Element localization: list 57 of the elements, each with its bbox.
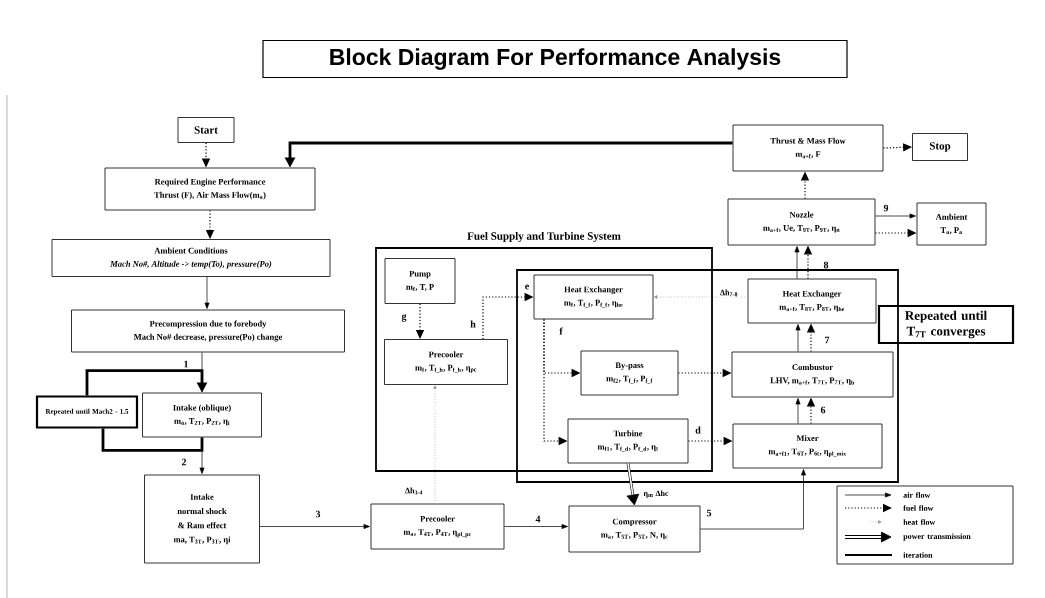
edge-label: g [401,314,407,322]
process-box: Turbine m$_{f1}$, T$_{f_d}$, P$_{f_d}$, η$_{t}$ [567,418,689,464]
title-box: Block Diagram For Performance Analysis [262,39,848,79]
edge-label: 4 [535,515,541,523]
process-box: Combustor LHV, m$_{a+f}$, T$_{7T}$, P$_{7T}$, η$_{b}$ [731,351,894,398]
process-box: Pump m$_{f}$, T, P [384,258,456,304]
process-box: Ambient T$_{a}$, P$_{a}$ [916,202,987,246]
process-box: Precompression due to forebody Mach No# decrease, pressure(Po) change [71,309,345,353]
process-box: Nozzle m$_{a+f}$, Ue, T$_{9T}$, P$_{9T}$, η$_{n}$ [727,198,876,246]
process-box: Ambient Conditions Mach No#, Altitude -> temp(To), pressure(Po) [51,239,331,277]
process-box: Precooler m$_{a}$, T$_{4T}$, P$_{4T}$, η$_{pl_pc}$ [370,503,505,550]
legend-text: iteration [903,552,933,558]
process-box: Intake normal shock & Ram effect ma, T$_{3T}$, P$_{3T}$, ηi [144,474,260,564]
arrow [259,524,370,529]
edge-label: d [695,426,701,434]
edge-label: 1 [184,360,188,368]
point-label: e [525,284,529,290]
legend-text: air flow [903,492,931,498]
arrow [504,524,568,529]
edge-label: f [559,327,563,335]
process-box: Thrust & Mass Flow m$_{a+f}$, F [732,124,884,172]
edge-label: 2 [181,458,187,466]
edge-label: Δh$_{3-4}$ [405,487,423,495]
edge-label: 8 [823,261,829,269]
iteration-note-box: Repeated until T$_{7T}$ converges [877,304,1015,345]
legend-text: power transmission [903,533,971,541]
edge-label: h [470,320,476,328]
edge-label: 5 [706,509,712,517]
node-label: Fuel Supply and Turbine System [467,232,621,242]
edge-label: Δh$_{7-8}$ [719,288,739,298]
process-box: Heat Exchanger m$_{a+f}$, T$_{8T}$, P$_{8T}$, η$_{he}$ [747,278,877,324]
process-box: Heat Exchanger m$_{f}$, T$_{f_f}$, P$_{f_f}$, η$_{he}$ [533,274,654,320]
arrow [875,213,916,219]
edge-label: 7 [825,336,830,344]
process-box: Compressor m$_{a}$, T$_{5T}$, P$_{5T}$, N, η$_{c}$ [568,505,701,553]
terminal-box: Start [177,117,235,143]
arrow [795,398,801,424]
edge-label: η$_{m}$ Δhc [643,490,669,498]
arrow [795,324,801,352]
process-box: Precooler m$_{f}$, T$_{f_h}$, P$_{f_h}$, η$_{pc}$ [384,339,508,385]
process-box: Intake (oblique) m$_{a}$, T$_{2T}$, P$_{2T}$, η$_{i}$ [142,392,262,438]
edge-label: 9 [883,204,889,212]
process-box: Required Engine Performance Thrust (F), Air Mass Flow(m$_{a}$) [104,167,316,211]
edge-label: 6 [820,406,826,414]
arrow [626,462,640,506]
arrow [85,369,208,396]
arrow [700,469,806,530]
process-box: Mixer m$_{a+f1}$, T$_{6T}$, P$_{6t}$, η$_{pl_mix}$ [732,423,883,469]
legend-text: heat flow [903,519,936,525]
legend-text: fuel flow [903,505,934,511]
arrow [199,437,205,474]
iteration-box [516,269,899,483]
process-box: By-pass m$_{f2}$, T$_{f_f}$, P$_{f_f}$ [580,350,679,396]
arrow [794,246,800,279]
arrow [204,276,210,309]
edge-label: 3 [315,510,321,518]
terminal-box: Stop [912,133,968,161]
